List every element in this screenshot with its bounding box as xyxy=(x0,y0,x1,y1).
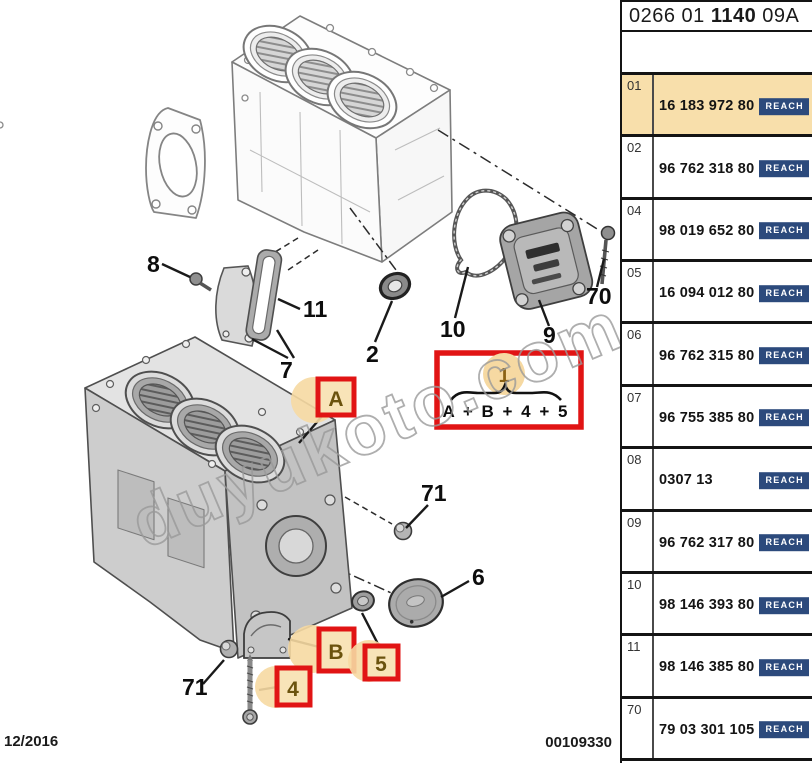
group-callout-box: 1 A + B + 4 + 5 xyxy=(434,350,584,430)
callout-9: 9 xyxy=(543,322,556,348)
reach-badge[interactable]: REACH xyxy=(759,721,809,739)
part-number[interactable]: 96 755 385 80 xyxy=(659,410,755,427)
part-number[interactable]: 96 762 315 80 xyxy=(659,347,755,364)
part-number[interactable]: 79 03 301 105 xyxy=(659,721,755,738)
row-ref: 08 xyxy=(627,452,642,468)
callout-70: 70 xyxy=(586,283,612,309)
exploded-view-diagram: 8 11 2 7 10 9 70 71 6 71 A B 5 xyxy=(0,15,636,751)
callout-box-B: B xyxy=(328,641,343,664)
lower-cylinder-bores xyxy=(124,370,286,484)
row-ref: 06 xyxy=(627,327,642,343)
bolt-part8 xyxy=(189,272,212,292)
part-number[interactable]: 98 146 385 80 xyxy=(659,659,755,676)
callout-box-5: 5 xyxy=(375,653,387,676)
callout-box-4: 4 xyxy=(287,678,299,701)
bearing-cap-partB xyxy=(243,611,291,659)
row-ref: 02 xyxy=(627,140,642,156)
catalog-code-header: 0266 01 1140 09A xyxy=(622,0,812,32)
callout-box-A: A xyxy=(328,388,343,411)
row-ref: 07 xyxy=(627,389,642,405)
crank-seal-part2 xyxy=(378,271,412,301)
upper-cylinder-bores xyxy=(242,24,398,130)
drawing-number: 00109330 xyxy=(545,734,612,751)
table-row[interactable]: 08 0307 13 REACH xyxy=(622,446,812,509)
reach-badge[interactable]: REACH xyxy=(759,97,809,115)
group-formula: A + B + 4 + 5 xyxy=(443,402,570,421)
part-number[interactable]: 98 146 393 80 xyxy=(659,597,755,614)
reach-badge[interactable]: REACH xyxy=(759,347,809,365)
cover-gasket-part11 xyxy=(245,249,283,341)
callout-11: 11 xyxy=(303,296,328,322)
boxed-callouts: A B 5 4 xyxy=(255,376,401,708)
row-ref: 04 xyxy=(627,202,642,218)
reach-badge[interactable]: REACH xyxy=(759,160,809,178)
callout-2: 2 xyxy=(366,341,379,367)
callout-8: 8 xyxy=(147,251,160,277)
oil-pump-part9 xyxy=(499,211,594,310)
row-ref: 09 xyxy=(627,514,642,530)
callout-6: 6 xyxy=(472,564,485,590)
table-spacer xyxy=(622,32,812,74)
part-number[interactable]: 98 019 652 80 xyxy=(659,223,755,240)
cap-part6 xyxy=(388,578,444,628)
part-number[interactable]: 16 183 972 80 xyxy=(659,98,755,115)
pump-gasket-part10 xyxy=(452,188,519,278)
reach-badge[interactable]: REACH xyxy=(759,472,809,490)
reach-badge[interactable]: REACH xyxy=(759,409,809,427)
brace-icon xyxy=(449,381,562,401)
upper-engine-block xyxy=(0,15,453,263)
part-number[interactable]: 0307 13 xyxy=(659,472,713,489)
engine-block-diagram-svg: 8 11 2 7 10 9 70 71 6 71 A B 5 xyxy=(0,15,636,751)
reach-badge[interactable]: REACH xyxy=(759,222,809,240)
lower-engine-block xyxy=(84,336,353,659)
row-ref: 70 xyxy=(627,701,642,717)
callout-7: 7 xyxy=(280,357,293,383)
side-gasket-plate xyxy=(145,107,206,219)
reach-badge[interactable]: REACH xyxy=(759,534,809,552)
row-ref: 05 xyxy=(627,265,642,281)
plug-part71-lower xyxy=(219,639,239,659)
reach-badge[interactable]: REACH xyxy=(759,284,809,302)
bolt-part70 xyxy=(599,225,616,285)
callout-71-upper: 71 xyxy=(421,480,447,506)
reach-badge[interactable]: REACH xyxy=(759,596,809,614)
reach-badge[interactable]: REACH xyxy=(759,659,809,677)
part-number[interactable]: 96 762 317 80 xyxy=(659,534,755,551)
callout-leaders xyxy=(161,258,606,685)
date-stamp: 12/2016 xyxy=(4,733,58,750)
callout-71-lower: 71 xyxy=(182,674,208,700)
callout-10: 10 xyxy=(440,316,466,342)
row-ref: 11 xyxy=(627,639,641,655)
screw-part4 xyxy=(242,654,258,725)
part-number[interactable]: 16 094 012 80 xyxy=(659,285,755,302)
cap-part5 xyxy=(351,590,375,612)
part-number[interactable]: 96 762 318 80 xyxy=(659,160,755,177)
group-number: 1 xyxy=(498,365,509,387)
row-ref: 10 xyxy=(627,576,642,592)
row-ref: 01 xyxy=(627,78,642,93)
